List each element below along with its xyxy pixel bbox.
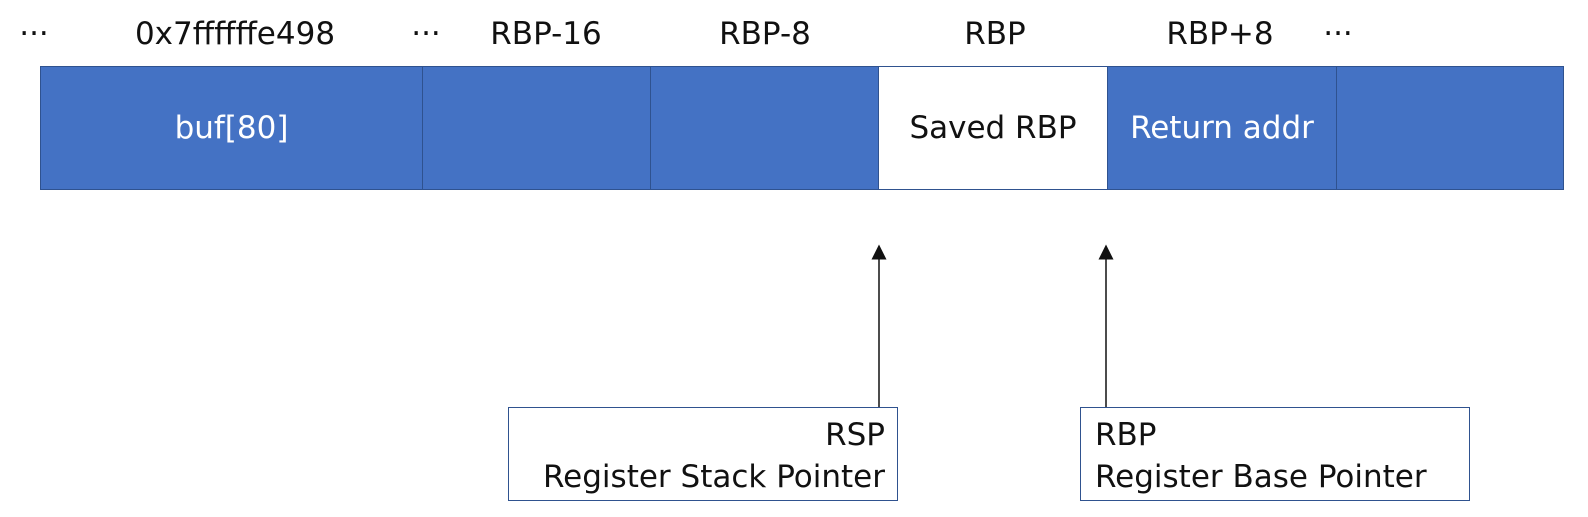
rbp-pointer-name: RBP (1095, 417, 1157, 453)
rbp-label: RBP (964, 16, 1026, 52)
stack-cell-empty-2 (651, 67, 879, 189)
rbp-pointer-description: Register Base Pointer (1095, 459, 1427, 495)
rbp-pointer-box: RBP Register Base Pointer (1080, 407, 1470, 501)
rsp-description: Register Stack Pointer (543, 459, 885, 495)
stack-cell-empty-3 (1337, 67, 1563, 189)
address-label: 0x7ffffffe498 (134, 16, 336, 52)
stack-memory-row: buf[80] Saved RBP Return addr (40, 66, 1564, 190)
stack-cell-saved-rbp: Saved RBP (879, 67, 1108, 189)
stack-cell-return-addr: Return addr (1108, 67, 1337, 189)
ellipsis-right: ··· (1323, 16, 1353, 52)
rbp-minus-8-label: RBP-8 (719, 16, 811, 52)
rbp-plus-8-label: RBP+8 (1166, 16, 1274, 52)
ellipsis-mid: ··· (411, 16, 441, 52)
rsp-pointer-box: RSP Register Stack Pointer (508, 407, 898, 501)
rsp-name: RSP (825, 417, 885, 453)
stack-cell-empty-1 (423, 67, 651, 189)
rbp-minus-16-label: RBP-16 (490, 16, 602, 52)
stack-cell-buf: buf[80] (41, 67, 423, 189)
ellipsis-left: ··· (19, 16, 49, 52)
